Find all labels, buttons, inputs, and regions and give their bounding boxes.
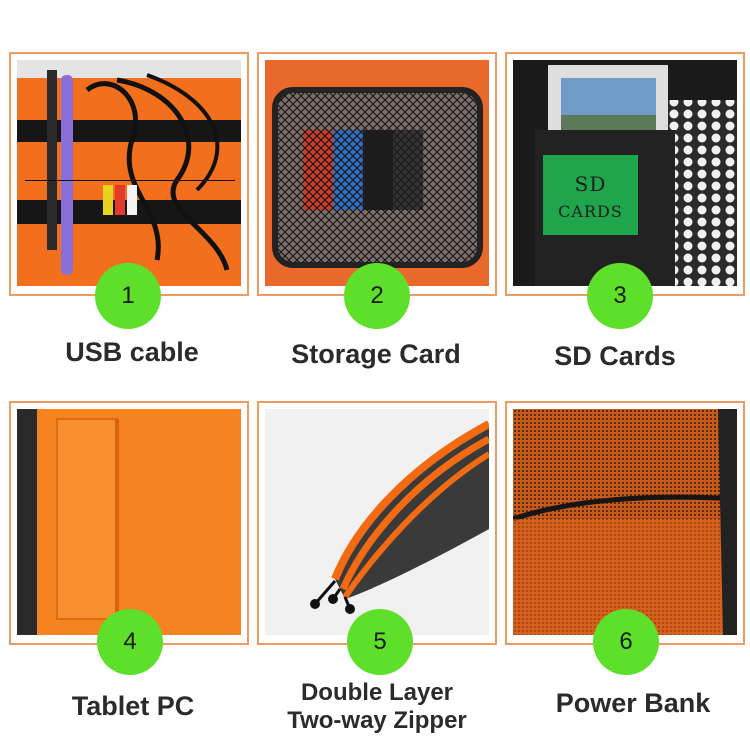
number-badge: 1 (95, 263, 161, 329)
sd-label-line1: SD (574, 172, 607, 196)
number-badge: 4 (97, 609, 163, 675)
image-frame (257, 401, 497, 645)
zipper-photo (265, 409, 489, 635)
sd-cards-photo: SD CARDS (513, 60, 737, 286)
number-badge: 6 (593, 609, 659, 675)
item-label: Double Layer Two-way Zipper (252, 679, 502, 735)
image-frame (257, 52, 497, 296)
storage-card-photo (265, 60, 489, 286)
number-badge: 2 (344, 263, 410, 329)
usb-cable-photo (17, 60, 241, 286)
tablet-pc-photo (17, 409, 241, 635)
item-label: USB cable (65, 337, 199, 367)
power-bank-photo (513, 409, 737, 635)
item-label: Tablet PC (71, 691, 195, 721)
item-label: Storage Card (291, 339, 461, 369)
sd-label-line2: CARDS (558, 202, 623, 221)
item-label-line1: Double Layer (300, 679, 454, 706)
image-frame (9, 52, 249, 296)
image-frame: SD CARDS (505, 52, 745, 296)
number-badge: 3 (587, 263, 653, 329)
item-label-line2: Two-way Zipper (287, 707, 467, 734)
number-badge: 5 (347, 609, 413, 675)
item-label: Power Bank (555, 688, 711, 718)
item-label: SD Cards (554, 341, 676, 371)
image-frame (9, 401, 249, 645)
